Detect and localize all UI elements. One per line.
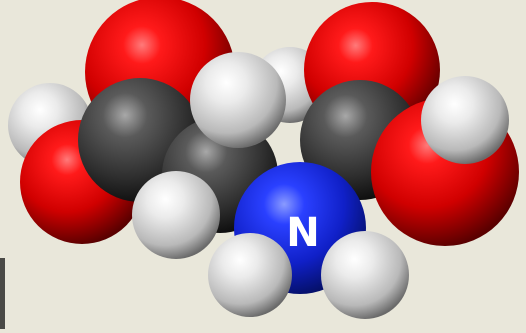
hydrogen-atom <box>190 52 286 148</box>
hydrogen-atom <box>132 171 220 259</box>
side-bar <box>0 258 5 329</box>
hydrogen-atom <box>421 76 509 164</box>
nitrogen-label: N <box>286 210 319 256</box>
hydrogen-atom <box>208 233 292 317</box>
hydrogen-atom <box>321 231 409 319</box>
